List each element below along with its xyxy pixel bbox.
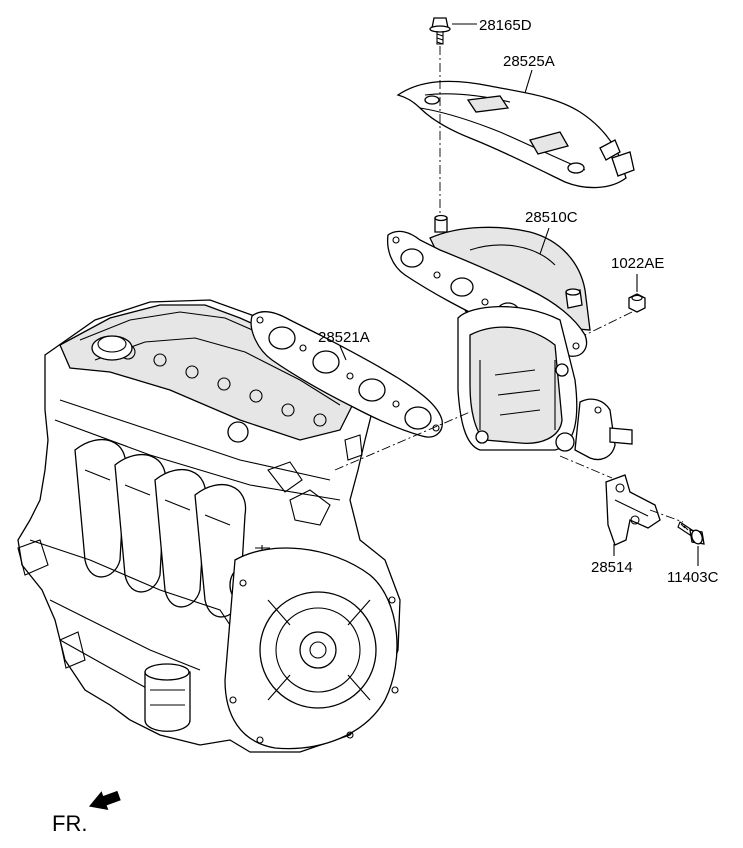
front-arrow-icon xyxy=(88,790,121,811)
heat-shield-illustration xyxy=(396,80,635,189)
front-indicator: FR. xyxy=(52,790,121,836)
part-label-11403c[interactable]: 11403C xyxy=(667,569,719,586)
bracket-28514-illustration xyxy=(605,474,661,546)
leader-lines xyxy=(339,23,699,566)
nut-1022ae-illustration xyxy=(628,293,646,313)
part-labels: 28165D 28525A 28510C 1022AE 28521A 28514… xyxy=(318,17,719,586)
front-indicator-label: FR. xyxy=(52,811,87,836)
part-label-1022ae[interactable]: 1022AE xyxy=(611,255,664,272)
bolt-28165d-illustration xyxy=(429,17,451,45)
part-label-28514[interactable]: 28514 xyxy=(591,559,633,576)
part-label-28165d[interactable]: 28165D xyxy=(479,17,532,34)
exhaust-manifold-catalytic-converter-illustration xyxy=(386,214,633,461)
part-label-28510c[interactable]: 28510C xyxy=(525,209,578,226)
part-label-28525a[interactable]: 28525A xyxy=(503,53,555,70)
engine-block-illustration xyxy=(17,299,401,753)
bolt-11403c-illustration xyxy=(677,521,705,545)
part-label-28521a[interactable]: 28521A xyxy=(318,329,370,346)
gasket-28521a-illustration xyxy=(250,310,443,438)
